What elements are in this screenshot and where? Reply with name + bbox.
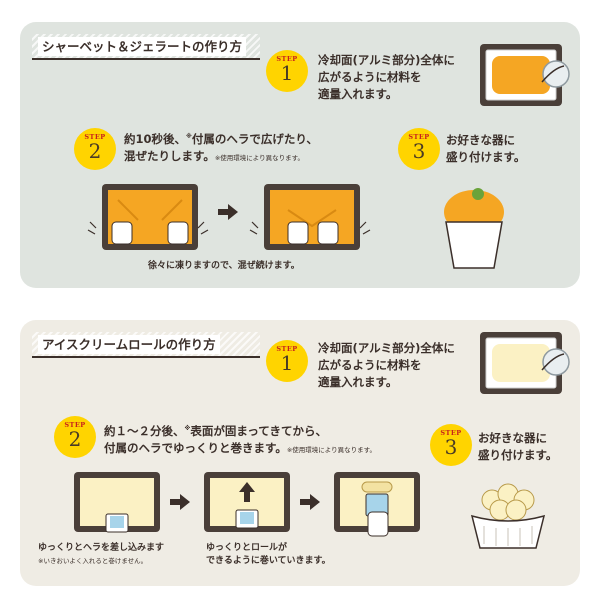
sorbet-instructions-panel: シャーベット＆ジェラートの作り方 STEP 1 冷却面(アルミ部分)全体に 広が…: [20, 22, 580, 288]
section-title-text: シャーベット＆ジェラートの作り方: [38, 37, 247, 56]
mixing-caption: 徐々に凍りますので、混ぜ続けます。: [148, 261, 300, 271]
insert-spatula-illustration: [74, 472, 160, 533]
arrow-right-icon: [218, 204, 238, 220]
step-1-badge: STEP 1: [266, 50, 308, 92]
ice-plate-with-cream-illustration: [480, 332, 570, 394]
rolled-cream-illustration: [334, 472, 420, 537]
step-1-text: 冷却面(アルミ部分)全体に 広がるように材料を 適量入れます。: [318, 53, 455, 101]
insert-spatula-caption: ゆっくりとヘラを差し込みます ※いきおいよく入れると巻けません。: [38, 543, 165, 565]
rolling-up-illustration: [204, 472, 290, 532]
rolling-caption: ゆっくりとロールが できるように巻いていきます。: [206, 543, 331, 566]
section-title-sorbet: シャーベット＆ジェラートの作り方: [32, 34, 260, 60]
ice-cream-roll-instructions-panel: アイスクリームロールの作り方 STEP 1 冷却面(アルミ部分)全体に 広がるよ…: [20, 320, 580, 586]
step-3-badge: STEP 3: [430, 424, 472, 466]
section-title-text: アイスクリームロールの作り方: [38, 335, 220, 354]
ice-plate-with-sorbet-illustration: [480, 44, 570, 106]
mixing-sorbet-illustration: [249, 184, 371, 250]
step-1-text: 冷却面(アルミ部分)全体に 広がるように材料を 適量入れます。: [318, 341, 455, 389]
step-3-text: お好きな器に 盛り付けます。: [478, 431, 558, 462]
step-2-text: 約１～２分後、※表面が固まってきてから、 付属のヘラでゆっくりと巻きます。※使用…: [104, 423, 377, 455]
sorbet-cup-illustration: [444, 188, 504, 269]
step-2-badge: STEP 2: [74, 128, 116, 170]
step-3-text: お好きな器に 盛り付けます。: [446, 133, 526, 164]
arrow-right-icon: [300, 494, 320, 510]
step-3-badge: STEP 3: [398, 128, 440, 170]
step-2-badge: STEP 2: [54, 416, 96, 458]
step-1-badge: STEP 1: [266, 340, 308, 382]
step-2-text: 約10秒後、※付属のヘラで広げたり、 混ぜたりします。※使用環境により異なります…: [124, 131, 318, 163]
spreading-sorbet-illustration: [87, 184, 209, 250]
section-title-ice-cream-roll: アイスクリームロールの作り方: [32, 332, 260, 358]
arrow-right-icon: [170, 494, 190, 510]
ice-cream-roll-bowl-illustration: [470, 483, 546, 549]
